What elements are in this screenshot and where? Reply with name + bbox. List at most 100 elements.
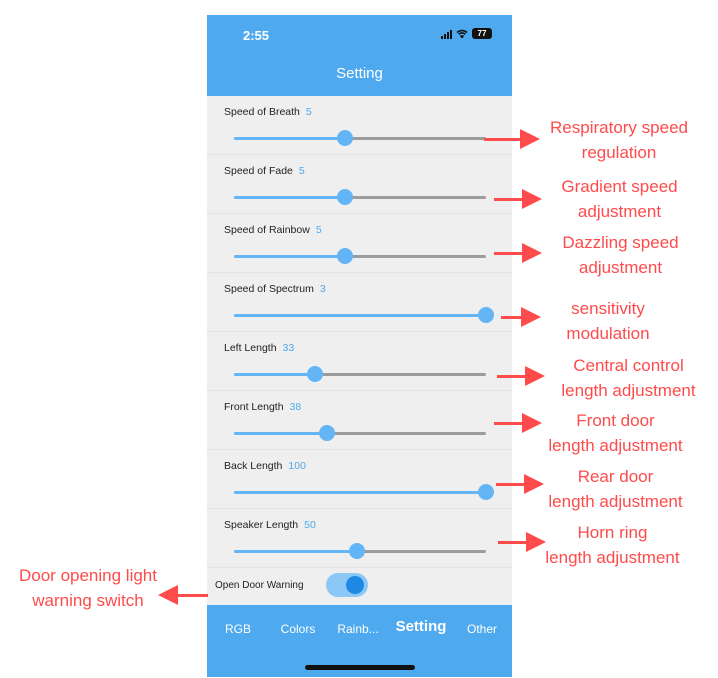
slider-fill — [234, 373, 315, 376]
setting-value: 5 — [315, 224, 322, 236]
annotation-arrow-icon — [158, 585, 208, 605]
wifi-icon — [456, 29, 468, 38]
app-header: 2:55 77 Setting — [207, 15, 512, 96]
setting-label-text: Speed of Breath — [224, 106, 300, 118]
slider-track — [234, 373, 486, 376]
setting-label: Speed of Fade 5 — [224, 165, 305, 177]
tab-other[interactable]: Other — [466, 622, 498, 636]
status-icons: 77 — [441, 28, 492, 39]
slider-track — [234, 255, 486, 258]
setting-row: Speed of Fade 5 — [207, 155, 512, 214]
setting-label-text: Speed of Fade — [224, 165, 293, 177]
annotation-arrow-icon — [496, 474, 544, 494]
annotation-arrow-icon — [494, 413, 542, 433]
slider-track — [234, 432, 486, 435]
door-warning-label: Open Door Warning — [215, 580, 304, 591]
tab-bar: RGB Colors Rainb... Setting Other — [207, 605, 512, 677]
slider-fill — [234, 432, 328, 435]
setting-slider[interactable] — [234, 307, 494, 323]
setting-value: 3 — [319, 283, 326, 295]
setting-label: Speaker Length 50 — [224, 519, 316, 531]
slider-fill — [234, 550, 358, 553]
setting-label: Back Length 100 — [224, 460, 306, 472]
tab-rgb[interactable]: RGB — [224, 622, 252, 636]
annotation-arrow-icon — [497, 366, 545, 386]
slider-fill — [234, 137, 345, 140]
home-indicator — [305, 665, 415, 670]
setting-label-text: Back Length — [224, 460, 283, 472]
setting-row: Back Length 100 — [207, 450, 512, 509]
slider-thumb[interactable] — [478, 484, 494, 500]
setting-label-text: Left Length — [224, 342, 277, 354]
setting-label-text: Speaker Length — [224, 519, 299, 531]
slider-thumb[interactable] — [336, 130, 353, 146]
battery-icon: 77 — [472, 28, 492, 39]
setting-label: Front Length 38 — [224, 401, 301, 413]
slider-thumb[interactable] — [349, 543, 366, 559]
setting-value: 33 — [282, 342, 295, 354]
slider-thumb[interactable] — [319, 425, 336, 441]
annotation-arrow-icon — [484, 129, 540, 149]
slider-fill — [234, 491, 486, 494]
toggle-knob — [346, 576, 364, 594]
setting-row: Front Length 38 — [207, 391, 512, 450]
setting-slider[interactable] — [234, 248, 486, 264]
setting-label: Speed of Rainbow 5 — [224, 224, 322, 236]
setting-slider[interactable] — [234, 484, 494, 500]
setting-value: 5 — [305, 106, 312, 118]
setting-slider[interactable] — [234, 543, 486, 559]
tab-setting[interactable]: Setting — [395, 618, 447, 635]
setting-slider[interactable] — [234, 130, 486, 146]
annotation-arrow-icon — [494, 243, 542, 263]
setting-value: 100 — [288, 460, 306, 472]
door-warning-toggle[interactable] — [326, 573, 368, 597]
setting-slider[interactable] — [234, 425, 486, 441]
setting-value: 5 — [298, 165, 305, 177]
tab-colors[interactable]: Colors — [280, 622, 316, 636]
slider-fill — [234, 255, 345, 258]
setting-label-text: Speed of Rainbow — [224, 224, 310, 236]
setting-label-text: Speed of Spectrum — [224, 283, 314, 295]
setting-label-text: Front Length — [224, 401, 284, 413]
setting-row: Speed of Rainbow 5 — [207, 214, 512, 273]
slider-track — [234, 137, 486, 140]
setting-slider[interactable] — [234, 189, 486, 205]
setting-value: 50 — [304, 519, 316, 531]
setting-label: Left Length 33 — [224, 342, 294, 354]
door-warning-row: Open Door Warning — [207, 568, 512, 604]
slider-thumb[interactable] — [478, 307, 494, 323]
setting-label: Speed of Breath 5 — [224, 106, 312, 118]
setting-label: Speed of Spectrum 3 — [224, 283, 326, 295]
page-title: Setting — [336, 65, 383, 82]
annotation-arrow-icon — [501, 307, 541, 327]
setting-slider[interactable] — [234, 366, 486, 382]
status-time: 2:55 — [243, 28, 270, 43]
slider-fill — [234, 314, 486, 317]
slider-fill — [234, 196, 345, 199]
setting-row: Speed of Spectrum 3 — [207, 273, 512, 332]
tab-rainb[interactable]: Rainb... — [337, 622, 379, 636]
slider-thumb[interactable] — [306, 366, 323, 382]
setting-row: Left Length 33 — [207, 332, 512, 391]
setting-value: 38 — [289, 401, 302, 413]
slider-thumb[interactable] — [336, 248, 353, 264]
annotation-arrow-icon — [498, 532, 546, 552]
setting-row: Speaker Length 50 — [207, 509, 512, 568]
annotation-arrow-icon — [494, 189, 542, 209]
slider-track — [234, 196, 486, 199]
signal-icon — [441, 29, 452, 39]
setting-row: Speed of Breath 5 — [207, 96, 512, 155]
slider-thumb[interactable] — [336, 189, 353, 205]
